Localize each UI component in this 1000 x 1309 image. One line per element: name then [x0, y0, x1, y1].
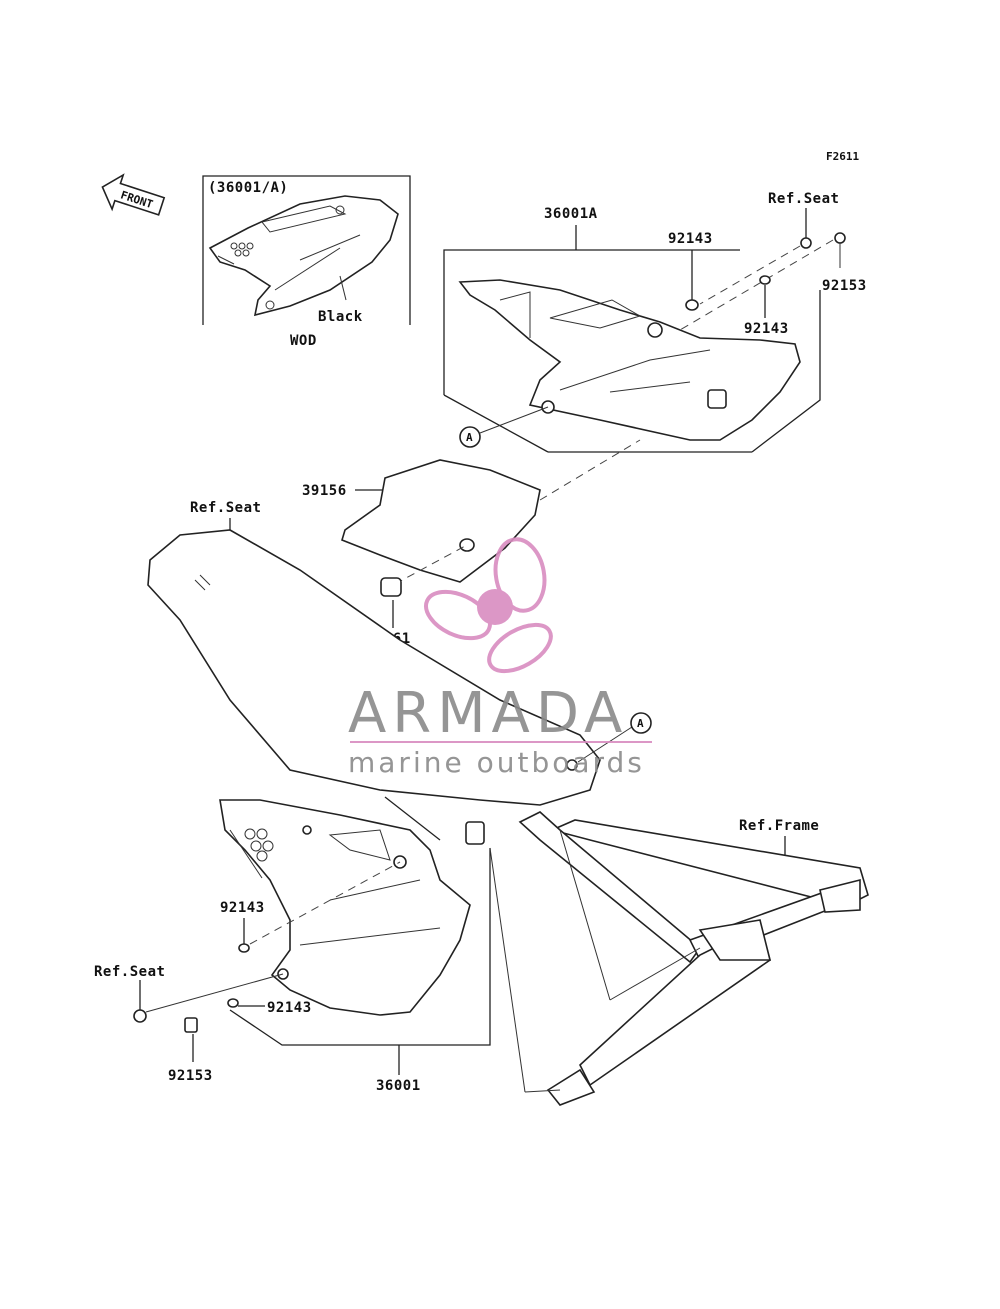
callout-92143-c: 92143	[220, 900, 265, 916]
inset-color-note: Black	[318, 309, 363, 325]
callout-ref-seat-mid: Ref.Seat	[190, 500, 261, 516]
callout-92143-a: 92143	[668, 231, 713, 247]
callout-92143-d: 92143	[267, 1000, 312, 1016]
pad-shape	[341, 459, 541, 583]
watermark: ARMADA marine outboards	[348, 537, 652, 779]
circle-marker-a-lower: A	[630, 712, 652, 734]
lower-hardware: 92143 Ref.Seat 92143 92153 36001	[94, 848, 491, 1094]
inset-variant: WOD	[290, 333, 317, 349]
watermark-subtitle: marine outboards	[348, 746, 645, 779]
callout-92153-upper: 92153	[822, 278, 867, 294]
callout-ref-frame: Ref.Frame	[739, 818, 819, 834]
callout-36001: 36001	[376, 1078, 421, 1094]
lower-side-cover	[219, 796, 471, 1016]
watermark-title: ARMADA	[348, 681, 628, 746]
inset-box: (36001/A) Black WOD	[202, 175, 411, 349]
upper-cover-shape	[458, 279, 801, 441]
figure-id: F2611	[826, 150, 859, 163]
callout-36001A: 36001A	[544, 206, 598, 222]
callout-ref-seat-lower: Ref.Seat	[94, 964, 165, 980]
pad-part: 39156	[302, 439, 641, 585]
callout-92143-b: 92143	[744, 321, 789, 337]
upper-hardware: Ref.Seat 92153 92143 92143	[668, 191, 867, 337]
front-arrow-icon: FRONT	[101, 173, 166, 216]
circle-marker-a-upper: A	[459, 406, 549, 448]
lower-cover-shape	[219, 799, 471, 1016]
callout-92153-lower: 92153	[168, 1068, 213, 1084]
seat-part: Ref.Seat	[147, 500, 633, 806]
seat-shape	[147, 529, 601, 806]
inset-part-ref: (36001/A)	[208, 180, 288, 196]
propeller-logo-icon	[424, 537, 553, 674]
frame-part: Ref.Frame	[465, 811, 869, 1106]
marker-a-2: A	[637, 717, 644, 730]
callout-ref-seat-top: Ref.Seat	[768, 191, 839, 207]
callout-39156: 39156	[302, 483, 347, 499]
upper-side-cover: 36001A	[443, 206, 821, 453]
inset-cover-shape	[208, 195, 399, 317]
marker-a-1: A	[466, 431, 473, 444]
